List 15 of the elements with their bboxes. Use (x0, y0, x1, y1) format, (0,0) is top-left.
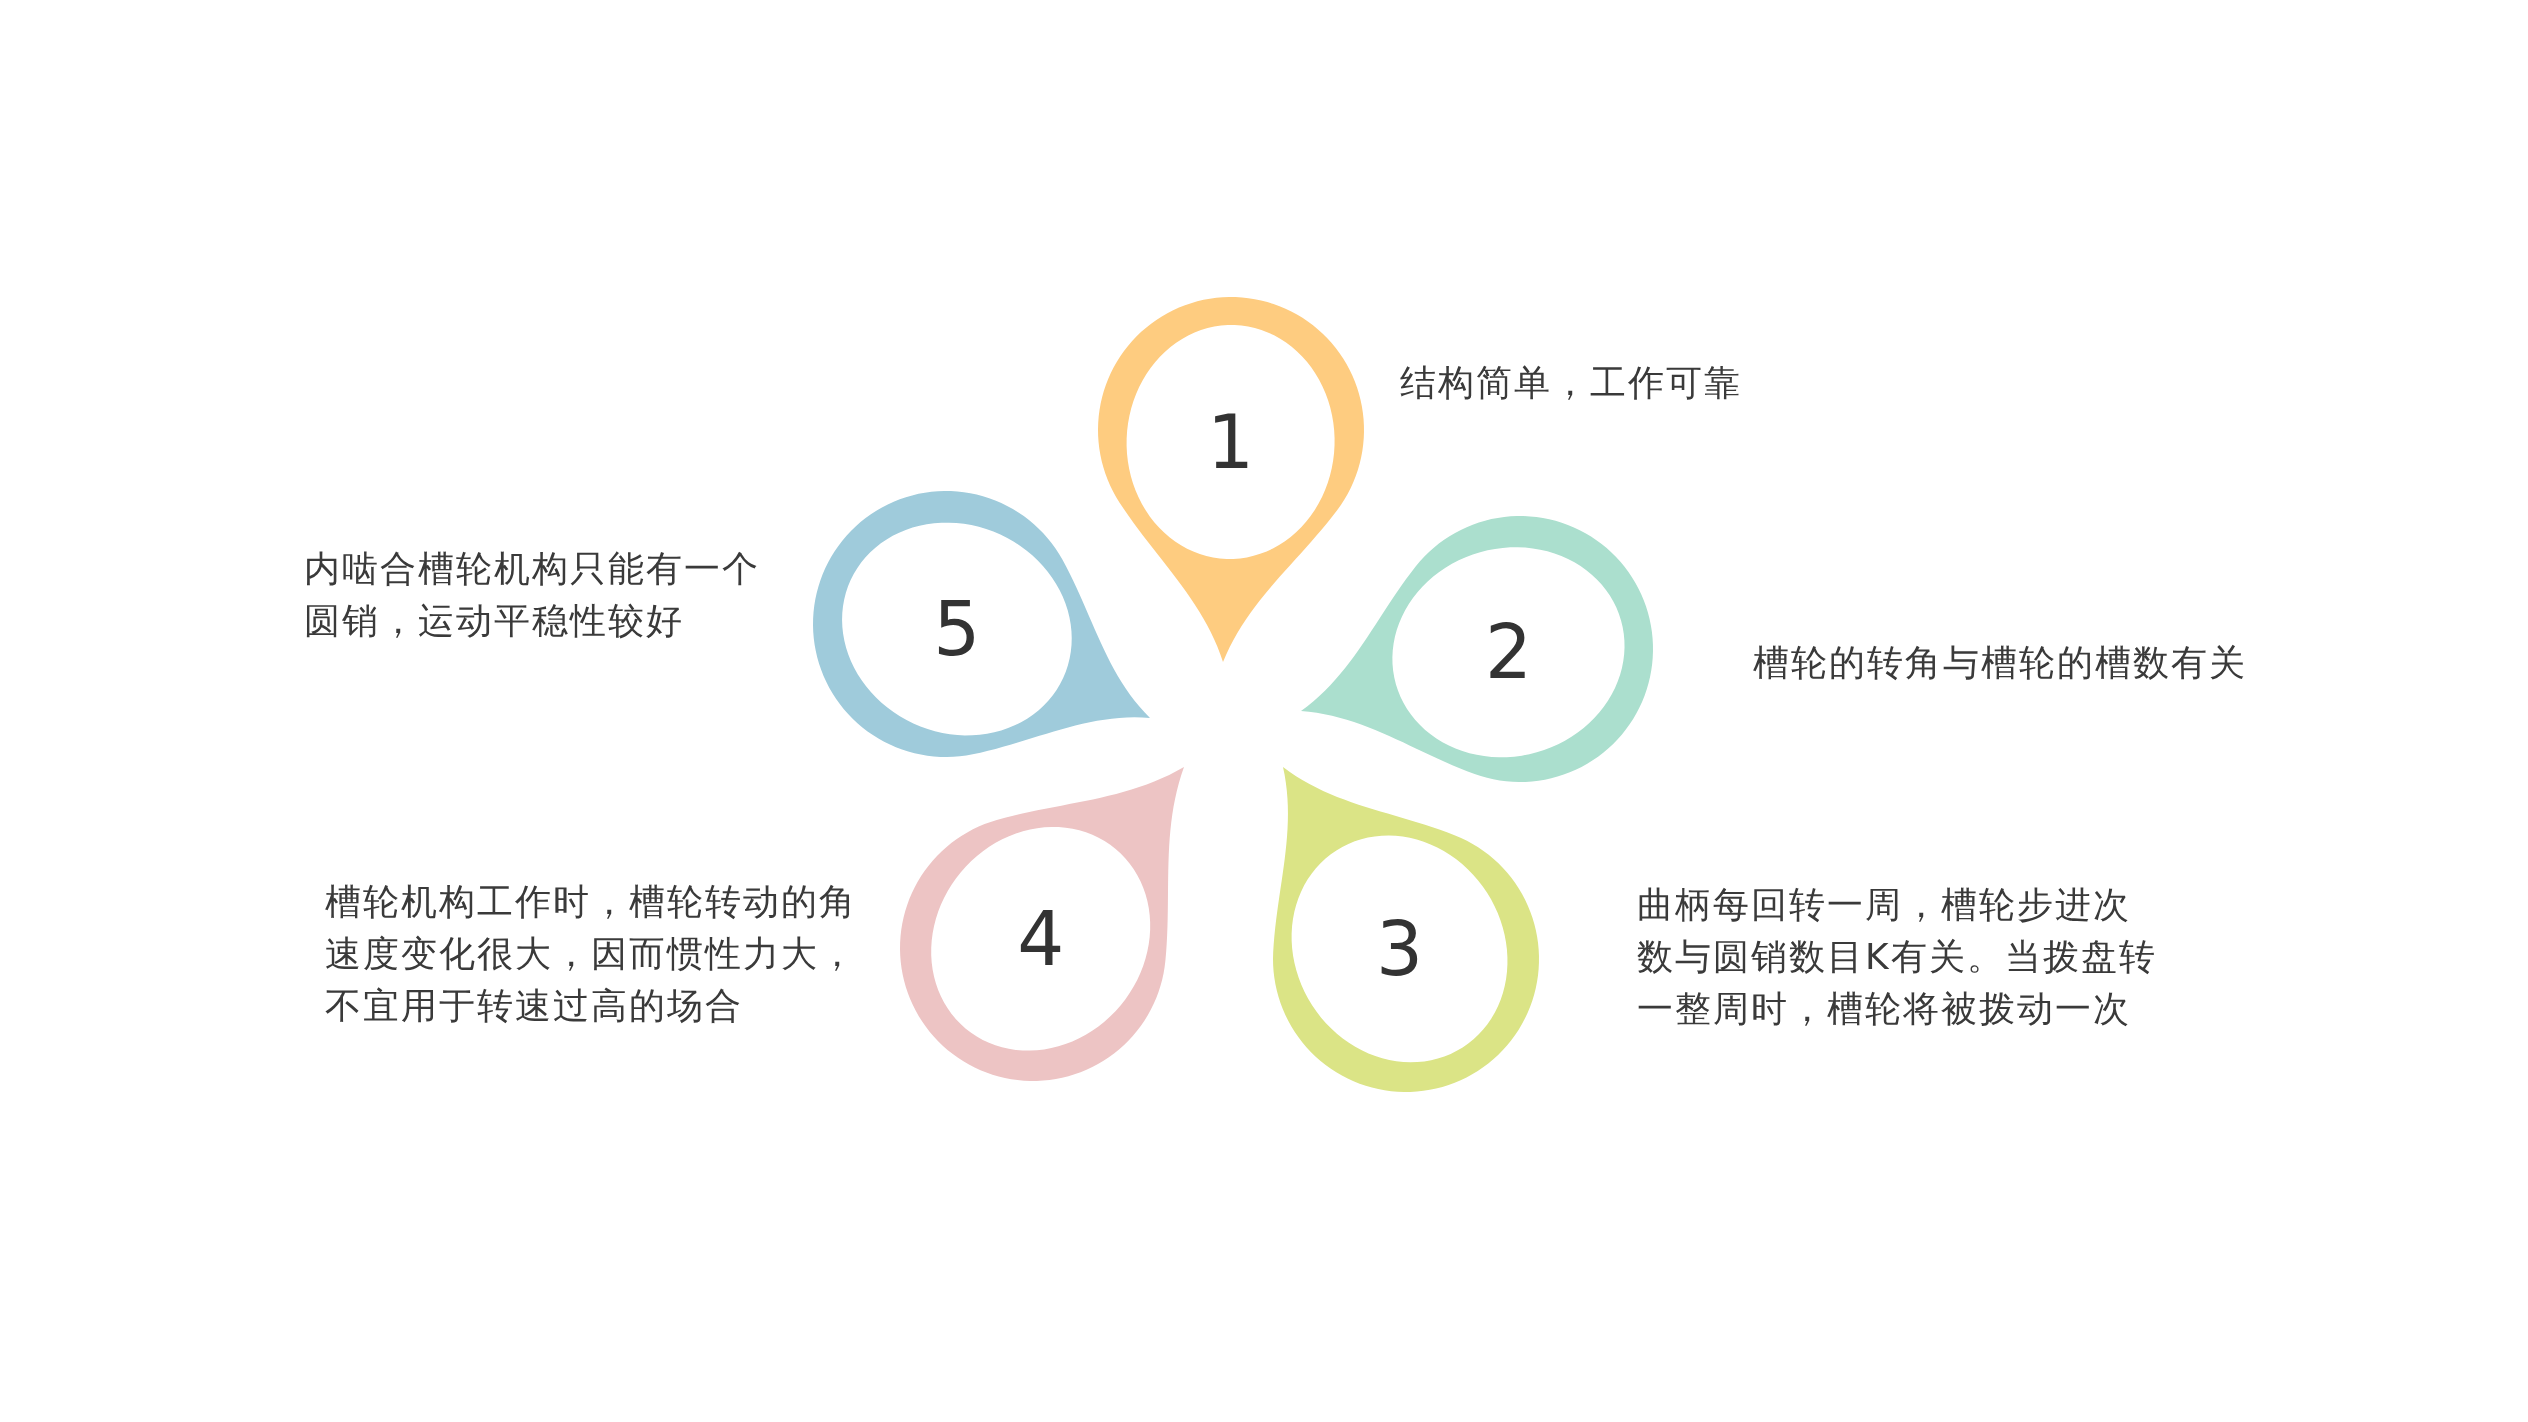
step-number: 3 (1375, 911, 1424, 986)
description-text: 曲柄每回转一周，槽轮步进次数与圆销数目K有关。当拨盘转一整周时，槽轮将被拨动一次 (1637, 883, 2158, 1031)
teardrop-pin (1273, 767, 1539, 1092)
description-text: 结构简单，工作可靠 (1400, 361, 1742, 405)
step-number: 5 (933, 592, 981, 666)
teardrop-pin (900, 767, 1184, 1081)
step-number: 4 (1017, 901, 1065, 976)
step-number: 1 (1207, 405, 1255, 479)
step-number: 2 (1484, 615, 1532, 690)
description-text: 槽轮机构工作时，槽轮转动的角速度变化很大，因而惯性力大，不宜用于转速过高的场合 (325, 880, 858, 1028)
description-text: 槽轮的转角与槽轮的槽数有关 (1753, 641, 2247, 685)
teardrop-pin (813, 491, 1150, 757)
teardrop-pin (1301, 516, 1653, 782)
teardrop-pin (1098, 297, 1364, 662)
description-text: 内啮合槽轮机构只能有一个圆销，运动平稳性较好 (304, 547, 761, 643)
